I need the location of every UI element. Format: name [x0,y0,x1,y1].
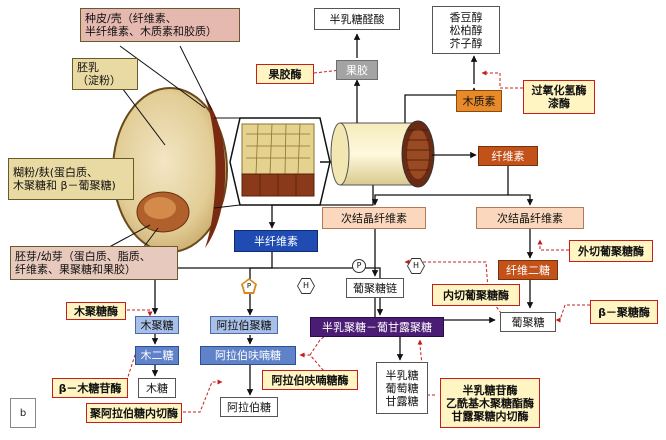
mannan-enzymes-box: 半乳糖苷酶 乙酰基木聚糖酯酶 甘露聚糖内切酶 [440,378,540,428]
panel-label: b [10,398,36,428]
cell-wall-illustration [213,117,340,209]
hexose-marker-2: H [298,279,314,293]
peroxidase-box: 过氧化氢酶 漆酶 [523,80,595,114]
xylose-box: 木糖 [138,378,176,398]
cellulose-box: 纤维素 [478,146,538,166]
bran-label: 糊粉/麸(蛋白质、 木聚糖和 β－葡聚糖) [8,158,134,200]
arabinan-box: 阿拉伯聚糖 [210,316,278,334]
seed-illustration [112,87,228,253]
pectinase-box: 果胶酶 [256,64,314,84]
secondary-cellulose-left: 次结晶纤维素 [322,207,426,229]
galacturonic-acid-box: 半乳糖醛酸 [314,8,400,30]
arabinofuranosidase-box: 阿拉伯呋喃糖酶 [262,370,358,390]
beta-glucosidase-box: β－聚糖酶 [590,300,658,324]
xylobiose-box: 木二糖 [135,346,179,365]
xylanase-box: 木聚糖酶 [66,302,126,320]
pentose-marker: P [243,280,255,292]
glucan-chain-box: 葡聚糖链 [346,278,404,298]
phosphate-marker: P [352,259,366,273]
beta-xylosidase-box: β－木糖苷酶 [52,378,128,398]
lignin-box: 木质素 [456,90,502,112]
germ-label: 胚芽/幼芽（蛋白质、脂质、 纤维素、果聚糖和果胶） [10,246,178,280]
secondary-cellulose-right: 次结晶纤维素 [476,207,584,229]
exo-glucanase-box: 外切葡聚糖酶 [569,240,653,262]
endo-glucanase-box: 内切葡聚糖酶 [432,284,520,306]
endosperm-label: 胚乳 （淀粉） [72,58,138,90]
seed-coat-label: 种皮/壳（纤维素、 半纤维素、木质素和胶质） [80,8,240,42]
hemicellulose-box: 半纤维素 [234,230,318,252]
arabinose-box: 阿拉伯糖 [220,397,278,417]
cellobiose-box: 纤维二糖 [498,260,558,280]
glucose-box: 葡聚糖 [500,312,556,332]
alcohols-box: 香豆醇 松柏醇 芥子醇 [432,6,500,54]
fibril-illustration [330,120,435,188]
galactomannan-box: 半乳聚糖－葡甘露聚糖 [310,317,444,337]
hexose-marker: H [408,259,424,273]
arabinofuranose-box: 阿拉伯呋喃糖 [200,346,296,365]
pectin-box: 果胶 [336,60,378,80]
xylan-box: 木聚糖 [135,316,179,334]
monosaccharides-box: 半乳糖 葡萄糖 甘露糖 [376,362,428,414]
arabinan-endo-box: 聚阿拉伯糖内切酶 [86,403,182,423]
